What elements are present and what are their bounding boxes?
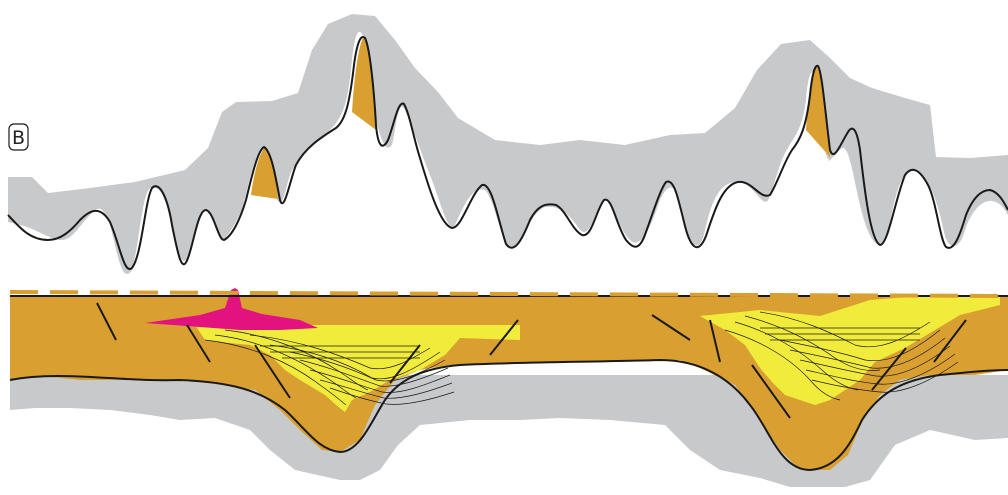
fault-10 xyxy=(933,319,967,363)
panel-label-box xyxy=(8,123,29,151)
lower-yellow-infill-right xyxy=(700,295,1000,405)
fault-5 xyxy=(489,319,519,356)
fault-4 xyxy=(389,344,421,384)
lower-magenta-volcanic xyxy=(145,288,318,330)
lower-section xyxy=(9,288,1008,487)
panel-label: B xyxy=(12,127,25,149)
fault-6 xyxy=(651,314,691,341)
upper-orange-lens-right xyxy=(806,66,830,157)
upper-gray-crust xyxy=(8,14,1008,274)
lower-yellow-infill-left xyxy=(195,325,520,412)
upper-profile-line xyxy=(7,36,1008,271)
fault-3 xyxy=(254,344,291,399)
fault-1 xyxy=(96,302,117,341)
fault-9 xyxy=(871,347,907,391)
fault-8 xyxy=(751,364,791,419)
upper-section: B xyxy=(7,14,1008,274)
fault-7 xyxy=(709,319,721,363)
lower-basement-contact xyxy=(9,358,1008,472)
right-basin-bedding xyxy=(724,311,959,401)
fault-2 xyxy=(186,324,211,363)
lower-dashed-level-line xyxy=(9,290,1008,298)
fault-lines xyxy=(96,302,967,419)
upper-orange-lens-center xyxy=(352,36,376,130)
